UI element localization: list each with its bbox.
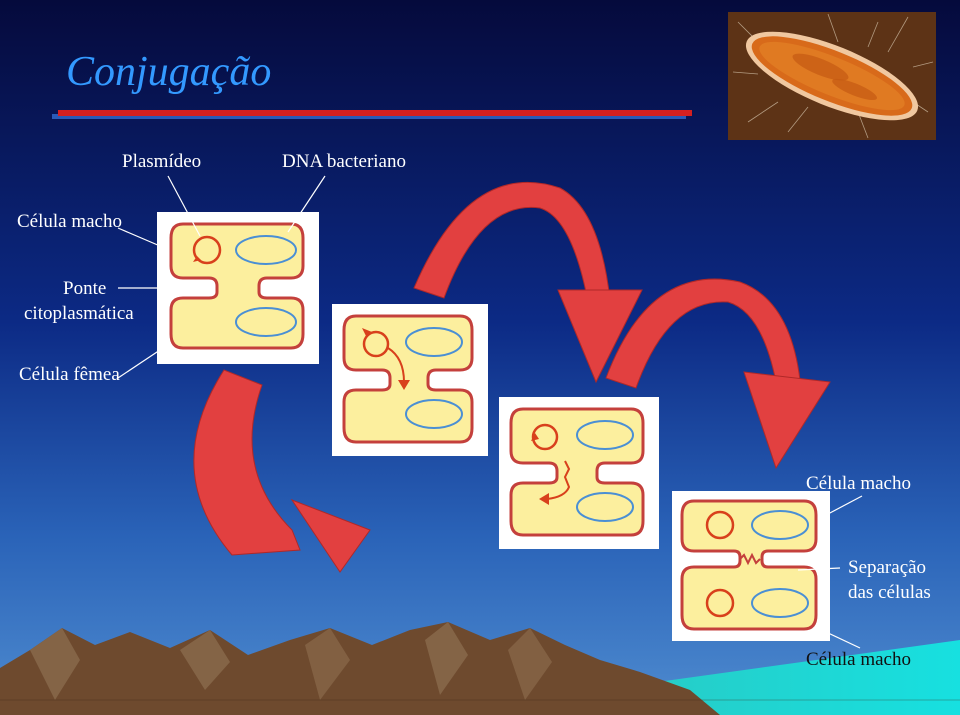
label-bridge-line1: Ponte: [63, 278, 107, 299]
label-male-cell-bottom: Célula macho: [806, 649, 911, 670]
slide-title: Conjugação: [66, 49, 272, 95]
panel-step-4: [672, 491, 830, 641]
panel-step-3: [499, 397, 659, 549]
label-bacterial-dna: DNA bacteriano: [282, 151, 406, 172]
label-male-cell-right: Célula macho: [806, 473, 911, 494]
label-separation-line2: das células: [848, 582, 931, 603]
label-male-cell-top: Célula macho: [17, 211, 122, 232]
label-female-cell: Célula fêmea: [19, 364, 120, 385]
label-plasmid: Plasmídeo: [122, 151, 202, 172]
panel-step-1: [157, 212, 319, 364]
panel-step-2: [332, 304, 488, 456]
label-separation-line1: Separação: [848, 557, 927, 578]
label-bridge-line2: citoplasmática: [24, 303, 134, 324]
bacterium-photo: [728, 12, 936, 140]
title-underline: [52, 110, 692, 119]
